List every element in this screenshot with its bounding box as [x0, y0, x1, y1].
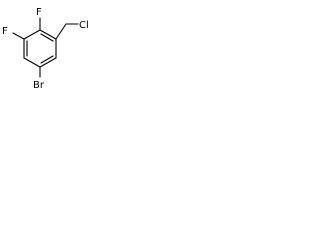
ring-bond-c3-c4	[39, 57, 57, 68]
ring-bond-c6-c1	[23, 29, 41, 40]
chemical-structure: F F Cl Br	[2, 7, 89, 91]
bond-to-ch2	[55, 23, 67, 40]
atom-label-chlorine: Cl	[79, 20, 89, 31]
ring-double-bond-c3-c4	[40, 55, 54, 64]
bond-to-fluorine-left	[12, 32, 25, 40]
ring-double-bond-c1-c2	[40, 33, 54, 42]
ring-bond-c4-c5	[23, 57, 41, 68]
structure-canvas: F F Cl Br	[0, 0, 101, 93]
atom-label-bromine: Br	[33, 80, 45, 91]
ring-bond-c1-c2	[39, 29, 57, 40]
atom-label-fluorine-left: F	[2, 26, 8, 37]
atom-label-fluorine-top: F	[36, 7, 42, 18]
